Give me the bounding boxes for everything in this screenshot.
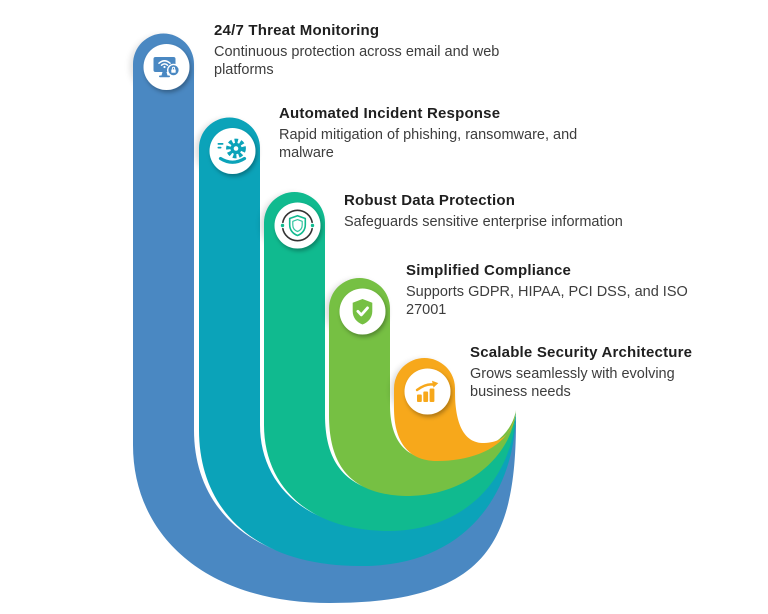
item-description: Rapid mitigation of phishing, ransomware… — [279, 127, 578, 161]
icon-circle — [404, 368, 451, 415]
monitor-shield-icon — [153, 57, 181, 78]
shield-check-icon — [352, 299, 373, 325]
item-block-data-protection: Robust Data Protection Safeguards sensit… — [344, 192, 684, 232]
shield-arcs-icon — [280, 209, 315, 242]
item-description: Grows seamlessly with evolving business … — [470, 366, 675, 400]
item-title: 24/7 Threat Monitoring — [214, 22, 380, 39]
item-description: Safeguards sensitive enterprise informat… — [344, 214, 623, 230]
item-title: Robust Data Protection — [344, 192, 516, 209]
item-title: Simplified Compliance — [406, 262, 572, 279]
band-compliance — [329, 278, 516, 496]
item-description: Supports GDPR, HIPAA, PCI DSS, and ISO 2… — [406, 284, 688, 318]
growth-bars-icon — [415, 380, 439, 402]
gear-hand-icon — [217, 138, 247, 164]
item-block-scalable-architecture: Scalable Security Architecture Grows sea… — [470, 344, 768, 401]
item-block-threat-monitoring: 24/7 Threat Monitoring Continuous protec… — [214, 22, 554, 79]
item-title: Scalable Security Architecture — [470, 344, 693, 361]
band-threat-monitoring — [133, 33, 517, 603]
item-description: Continuous protection across email and w… — [214, 44, 500, 78]
band-data-protection — [264, 191, 516, 531]
item-title: Automated Incident Response — [279, 105, 501, 122]
item-block-incident-response: Automated Incident Response Rapid mitiga… — [279, 105, 619, 162]
item-block-compliance: Simplified Compliance Supports GDPR, HIP… — [406, 262, 746, 319]
